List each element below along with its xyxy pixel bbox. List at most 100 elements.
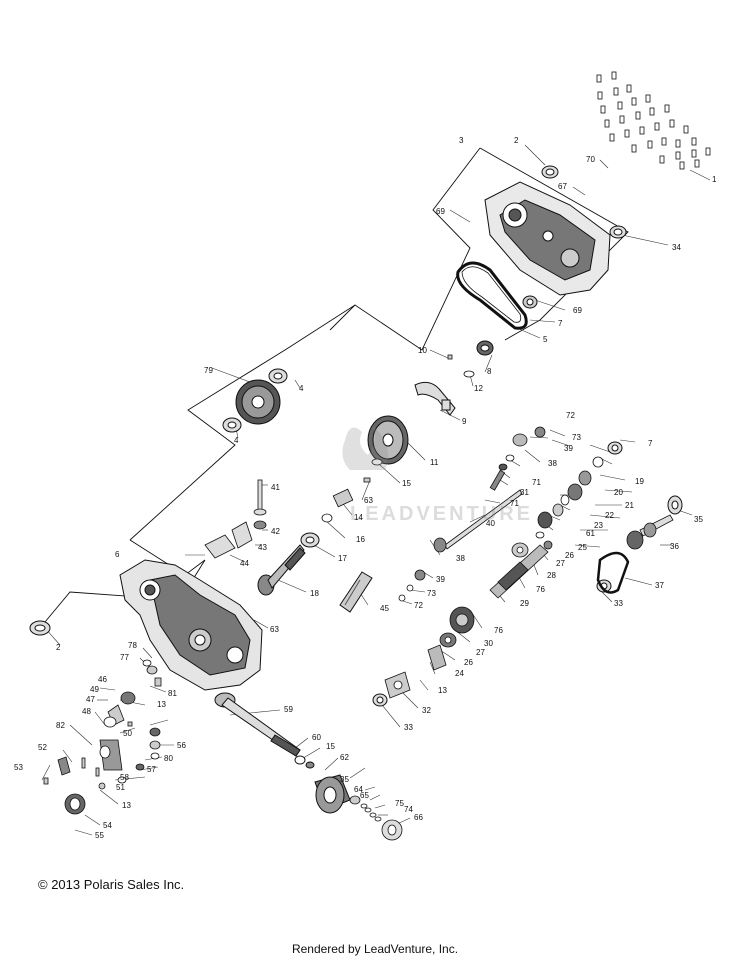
callout-23: 23 <box>594 521 603 530</box>
small-parts-middle <box>321 354 475 523</box>
svg-text:LEADVENTURE: LEADVENTURE <box>350 503 533 525</box>
callout-40: 40 <box>486 519 495 528</box>
callout-50: 50 <box>123 729 132 738</box>
callout-31: 31 <box>520 488 529 497</box>
callout-80: 80 <box>164 754 173 763</box>
copyright-notice: © 2013 Polaris Sales Inc. <box>38 877 185 892</box>
output-shaft-59 <box>214 692 315 769</box>
leader-lines <box>41 144 711 836</box>
main-crankcase <box>119 559 263 691</box>
callout-69: 69 <box>573 306 582 315</box>
callout-75: 75 <box>395 799 404 808</box>
callout-76: 76 <box>536 585 545 594</box>
callout-35: 35 <box>340 775 349 784</box>
callout-71: 71 <box>510 499 519 508</box>
callout-52: 52 <box>38 743 47 752</box>
gear-79 <box>235 379 281 425</box>
callout-38: 38 <box>456 554 465 563</box>
callout-55: 55 <box>95 831 104 840</box>
callout-13: 13 <box>122 801 131 810</box>
washer-stack <box>349 795 403 841</box>
callout-14: 14 <box>354 513 363 522</box>
callout-10: 10 <box>418 346 427 355</box>
shift-drum-45 <box>339 571 373 613</box>
callout-61: 61 <box>586 529 595 538</box>
callout-66: 66 <box>414 813 423 822</box>
callout-13: 13 <box>438 686 447 695</box>
bolt-set <box>596 71 711 170</box>
shift-fork-9 <box>414 381 456 416</box>
callout-25: 25 <box>578 543 587 552</box>
callout-24: 24 <box>455 669 464 678</box>
callout-1: 1 <box>712 175 717 184</box>
callout-73: 73 <box>427 589 436 598</box>
callout-19: 19 <box>635 477 644 486</box>
callout-44: 44 <box>240 559 249 568</box>
callout-72: 72 <box>566 411 575 420</box>
callout-56: 56 <box>177 741 186 750</box>
callout-77: 77 <box>120 653 129 662</box>
upper-case-cover <box>484 181 611 296</box>
callout-11: 11 <box>430 458 439 467</box>
callout-35: 35 <box>694 515 703 524</box>
callout-39: 39 <box>564 444 573 453</box>
callout-20: 20 <box>614 488 623 497</box>
callout-26: 26 <box>565 551 574 560</box>
callout-39: 39 <box>436 575 445 584</box>
callout-43: 43 <box>258 543 267 552</box>
callout-7: 7 <box>648 439 653 448</box>
callout-47: 47 <box>86 695 95 704</box>
seals-and-bearings <box>29 165 683 707</box>
callout-82: 82 <box>56 721 65 730</box>
callout-60: 60 <box>312 733 321 742</box>
callout-34: 34 <box>672 243 681 252</box>
callout-22: 22 <box>605 511 614 520</box>
callout-57: 57 <box>147 765 156 774</box>
callout-7: 7 <box>558 319 563 328</box>
callout-62: 62 <box>340 753 349 762</box>
callout-49: 49 <box>90 685 99 694</box>
callout-15: 15 <box>402 479 411 488</box>
callout-38: 38 <box>548 459 557 468</box>
callout-27: 27 <box>556 559 565 568</box>
callout-73: 73 <box>572 433 581 442</box>
callout-53: 53 <box>14 763 23 772</box>
callout-63: 63 <box>270 625 279 634</box>
callout-46: 46 <box>98 675 107 684</box>
callout-76: 76 <box>494 626 503 635</box>
callout-67: 67 <box>558 182 567 191</box>
callout-71: 71 <box>532 478 541 487</box>
callout-58: 58 <box>120 773 129 782</box>
right-shaft-assemblies <box>384 426 674 699</box>
callout-2: 2 <box>514 136 519 145</box>
watermark: LEADVENTURE <box>342 425 533 525</box>
callout-labels: 1 2 2 3 4 4 5 6 7 7 8 9 10 11 12 13 13 1… <box>14 136 717 840</box>
callout-27: 27 <box>476 648 485 657</box>
callout-26: 26 <box>464 658 473 667</box>
callout-54: 54 <box>103 821 112 830</box>
drive-chain <box>456 261 528 330</box>
callout-16: 16 <box>356 535 365 544</box>
callout-4: 4 <box>234 436 239 445</box>
callout-36: 36 <box>670 542 679 551</box>
coupler-62 <box>314 774 351 814</box>
callout-69: 69 <box>436 207 445 216</box>
callout-65: 65 <box>360 791 369 800</box>
bolt-stack-41 <box>204 479 267 559</box>
callout-78: 78 <box>128 641 137 650</box>
callout-48: 48 <box>82 707 91 716</box>
shaft-18 <box>257 544 306 596</box>
callout-30: 30 <box>484 639 493 648</box>
callout-37: 37 <box>655 581 664 590</box>
callout-45: 45 <box>380 604 389 613</box>
callout-18: 18 <box>310 589 319 598</box>
callout-8: 8 <box>487 367 492 376</box>
callout-79: 79 <box>204 366 213 375</box>
callout-29: 29 <box>520 599 529 608</box>
callout-2: 2 <box>56 643 61 652</box>
callout-12: 12 <box>474 384 483 393</box>
callout-32: 32 <box>422 706 431 715</box>
callout-70: 70 <box>586 155 595 164</box>
callout-13: 13 <box>157 700 166 709</box>
